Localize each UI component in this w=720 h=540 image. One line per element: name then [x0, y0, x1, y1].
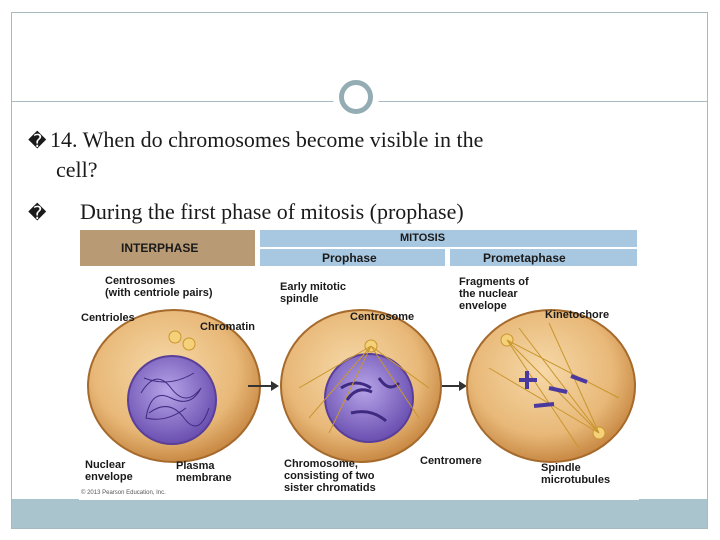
label-kinetochore: Kinetochore	[545, 309, 609, 321]
copyright-text: © 2013 Pearson Education, Inc.	[81, 490, 166, 496]
prometaphase-header-label: Prometaphase	[483, 251, 566, 265]
label-early-spindle: Early mitotic spindle	[280, 281, 346, 305]
interphase-header: INTERPHASE	[80, 230, 255, 266]
interphase-centrosome	[183, 338, 195, 350]
label-centromere: Centromere	[420, 455, 482, 467]
label-centrioles: Centrioles	[81, 312, 135, 324]
label-fragments: Fragments of the nuclear envelope	[459, 276, 529, 312]
bullet-icon: �	[28, 200, 50, 228]
arrow-head	[459, 381, 467, 391]
prophase-header-label: Prophase	[322, 251, 377, 265]
label-plasma-membrane: Plasma membrane	[176, 460, 232, 484]
mitosis-header-label: MITOSIS	[400, 232, 445, 244]
interphase-header-label: INTERPHASE	[121, 241, 198, 255]
title-ring-ornament	[339, 80, 373, 114]
prometaphase-cell	[467, 310, 635, 462]
label-chromosome: Chromosome, consisting of two sister chr…	[284, 458, 376, 494]
label-nuclear-envelope: Nuclear envelope	[85, 459, 133, 483]
interphase-centrosome	[169, 331, 181, 343]
question-line-2: cell?	[56, 156, 98, 184]
interphase-nucleus	[128, 356, 216, 444]
bullet-icon: �	[28, 128, 50, 156]
prometaphase-header: Prometaphase	[450, 249, 637, 266]
label-centrosome: Centrosome	[350, 311, 414, 323]
label-spindle-microtubules: Spindle microtubules	[541, 462, 610, 486]
footer-band	[12, 499, 707, 528]
question-text: 14. When do chromosomes become visible i…	[50, 127, 483, 152]
prophase-header: Prophase	[260, 249, 445, 266]
label-chromatin: Chromatin	[200, 321, 255, 333]
arrow-head	[271, 381, 279, 391]
answer-line: � During the first phase of mitosis (prop…	[28, 198, 464, 228]
label-centrosomes: Centrosomes (with centriole pairs)	[105, 275, 213, 299]
mitosis-figure: INTERPHASE MITOSIS Prophase Prometaphase…	[79, 228, 639, 500]
mitosis-header: MITOSIS	[260, 230, 637, 247]
answer-text: During the first phase of mitosis (proph…	[80, 199, 464, 224]
question-line-1: �14. When do chromosomes become visible …	[28, 126, 483, 156]
